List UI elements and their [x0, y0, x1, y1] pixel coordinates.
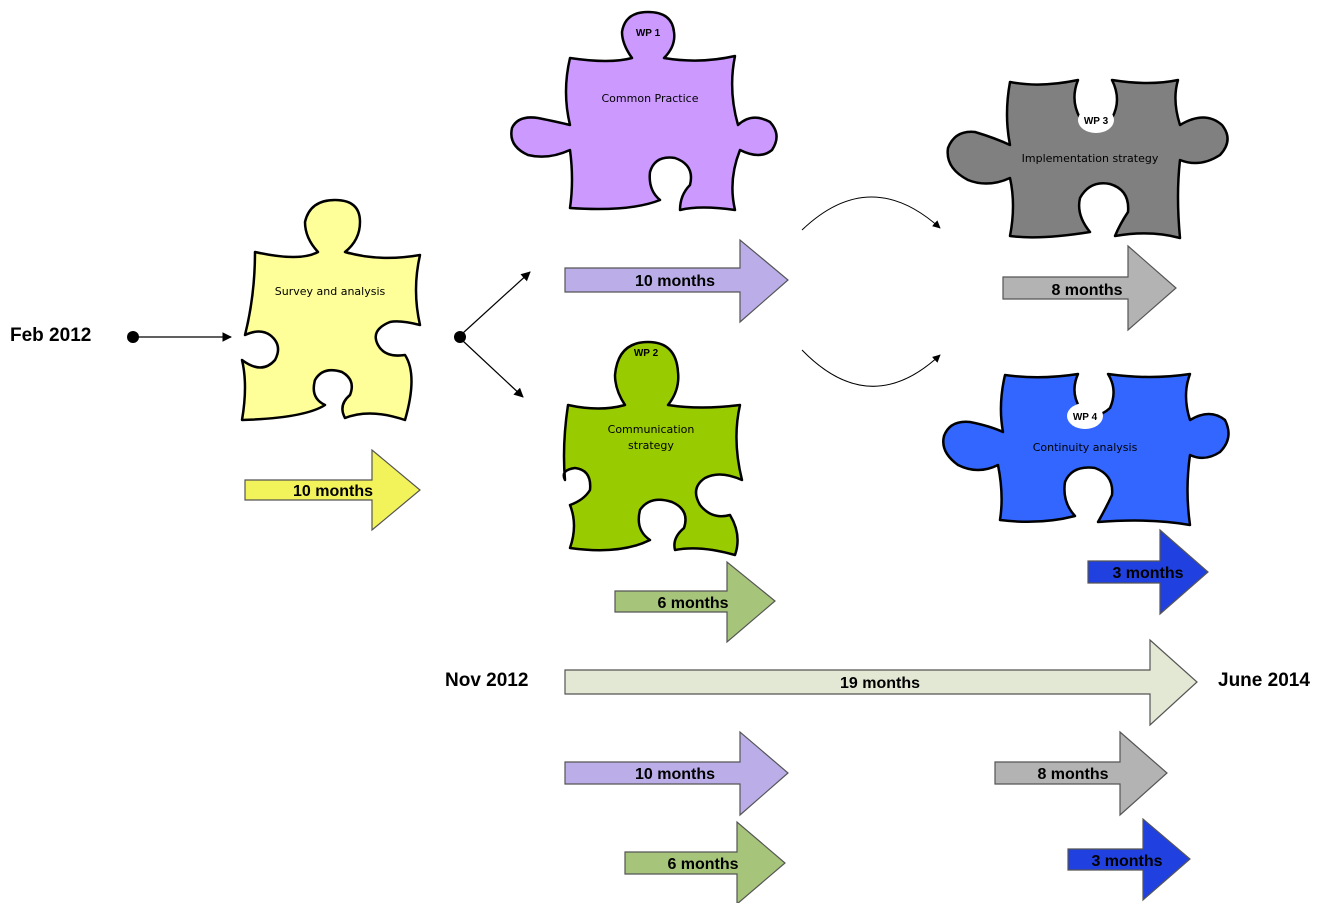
summary-wp2-arrow	[624, 820, 786, 903]
wp4-piece-label: Continuity analysis	[1033, 441, 1138, 454]
wp2-duration-label: 6 months	[657, 595, 728, 612]
curve-connector-bottom	[801, 349, 941, 387]
wp3-tag-badge	[1078, 107, 1114, 133]
wp4-duration-arrow	[1087, 528, 1209, 616]
start-node	[127, 331, 139, 343]
end-date-label: June 2014	[1218, 670, 1310, 691]
total-duration-arrow	[564, 638, 1198, 727]
summary-wp1-arrow	[564, 730, 789, 817]
summary-wp3-arrow	[994, 730, 1168, 817]
branch-connector-up	[462, 271, 531, 334]
wp1-tag: WP 1	[636, 28, 661, 39]
wp1-duration-label: 10 months	[635, 273, 715, 290]
wp4-duration-label: 3 months	[1112, 565, 1183, 582]
wp2-piece-label-line1: Communication	[608, 423, 695, 436]
wp3-tag: WP 3	[1084, 116, 1109, 127]
branch-connector-down	[462, 340, 524, 398]
wp2-piece-label-line2: strategy	[628, 439, 674, 452]
survey-piece-label: Survey and analysis	[275, 285, 386, 298]
wp2-duration-arrow	[614, 560, 776, 644]
wp2-puzzle-piece	[562, 340, 744, 557]
wp3-puzzle-piece	[946, 78, 1229, 240]
wp4-tag-badge	[1067, 403, 1103, 429]
summary-wp4-arrow	[1067, 817, 1191, 902]
survey-duration-arrow	[244, 448, 421, 532]
summary-wp1-label: 10 months	[635, 766, 715, 783]
total-duration-label: 19 months	[840, 675, 920, 692]
wp1-puzzle-piece	[510, 10, 778, 212]
wp1-piece-label: Common Practice	[602, 92, 699, 105]
summary-wp2-label: 6 months	[667, 856, 738, 873]
summary-wp4-label: 3 months	[1091, 853, 1162, 870]
wp4-tag: WP 4	[1073, 412, 1098, 423]
wp3-duration-arrow	[1002, 244, 1177, 332]
survey-puzzle-piece	[240, 198, 422, 422]
mid-date-label: Nov 2012	[445, 670, 528, 691]
start-date-label: Feb 2012	[10, 325, 91, 346]
wp3-piece-label: Implementation strategy	[1022, 152, 1159, 165]
survey-duration-label: 10 months	[293, 483, 373, 500]
branch-node	[454, 331, 466, 343]
wp1-duration-arrow	[564, 238, 789, 324]
summary-wp3-label: 8 months	[1037, 766, 1108, 783]
curve-connector-top	[801, 196, 941, 231]
wp2-tag: WP 2	[634, 348, 659, 359]
wp4-puzzle-piece	[942, 372, 1230, 527]
wp3-duration-label: 8 months	[1051, 282, 1122, 299]
